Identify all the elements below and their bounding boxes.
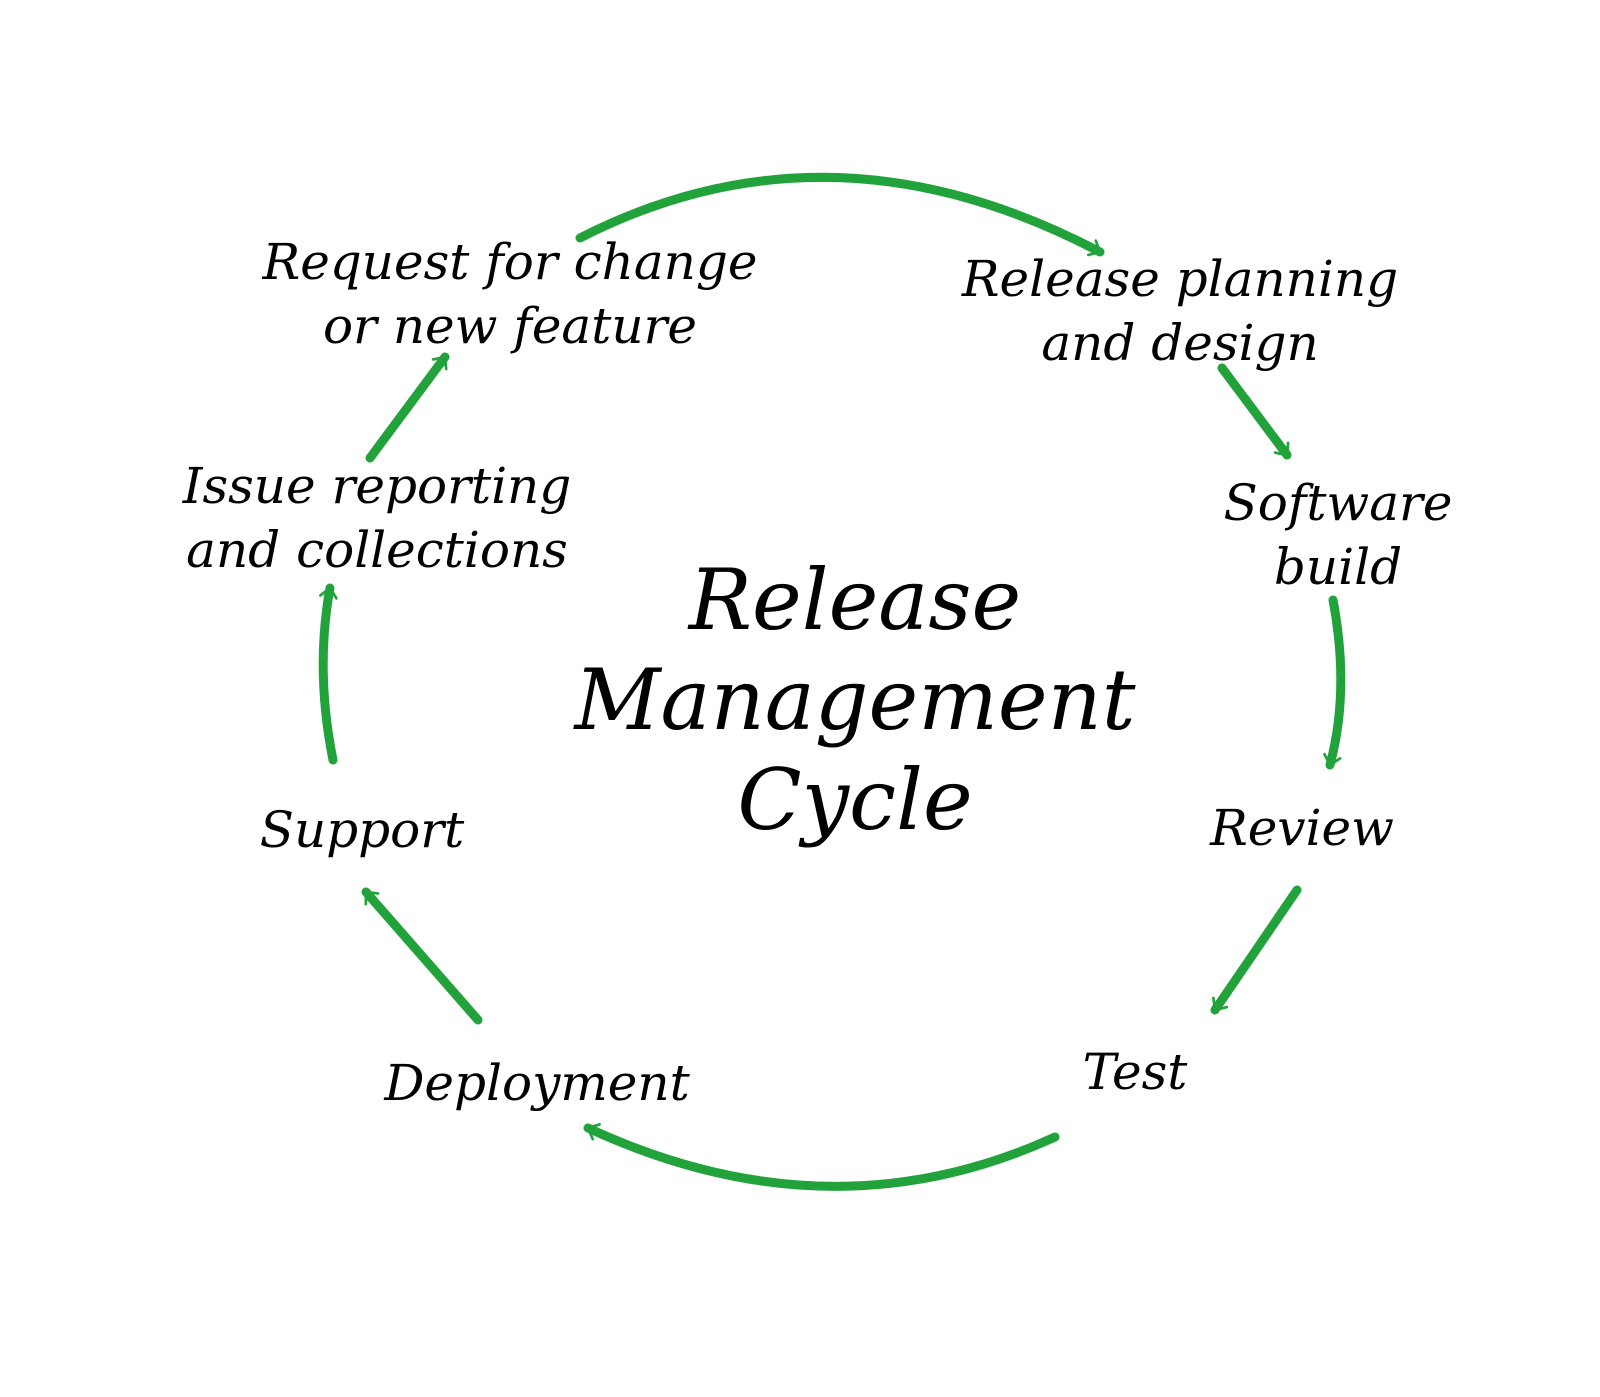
stage-label-line: Deployment	[384, 1054, 690, 1112]
stage-test: Test	[1083, 1040, 1188, 1104]
arrow-test-to-deployment	[583, 1123, 1060, 1191]
title-line: Cycle	[737, 751, 973, 849]
stage-label-line: Review	[1210, 799, 1394, 857]
stage-label-line: Test	[1082, 1043, 1188, 1101]
arrow-request-to-planning	[575, 172, 1105, 257]
arrow-support-to-issue	[318, 583, 338, 765]
arrow-review-to-test	[1210, 885, 1302, 1015]
stage-release-planning: Release planning and design	[962, 247, 1398, 375]
stage-label-line: Release planning	[961, 250, 1399, 308]
stage-deployment: Deployment	[384, 1051, 689, 1115]
stage-issue-reporting: Issue reporting and collections	[183, 454, 572, 582]
stage-label-line: and design	[1041, 314, 1319, 372]
arrow-build-to-review	[1323, 595, 1346, 770]
stage-review: Review	[1210, 796, 1394, 860]
title-line: Release	[688, 551, 1022, 649]
arrow-planning-to-build	[1217, 363, 1292, 460]
stage-label-line: Support	[259, 801, 465, 859]
diagram-title: Release Management Cycle	[575, 550, 1136, 850]
arrow-issue-to-request	[365, 352, 450, 463]
stage-label-line: Request for change	[262, 233, 758, 291]
stage-support: Support	[260, 798, 465, 862]
title-line: Management	[574, 651, 1136, 749]
stage-software-build: Software build	[1223, 471, 1452, 599]
arrow-deployment-to-support	[361, 887, 483, 1025]
stage-label-line: or new feature	[322, 297, 698, 355]
stage-label-line: Issue reporting	[182, 457, 572, 515]
stage-label-line: build	[1273, 538, 1403, 596]
stage-label-line: Software	[1223, 474, 1453, 532]
stage-label-line: and collections	[186, 521, 568, 579]
stage-request-for-change: Request for change or new feature	[263, 230, 758, 358]
